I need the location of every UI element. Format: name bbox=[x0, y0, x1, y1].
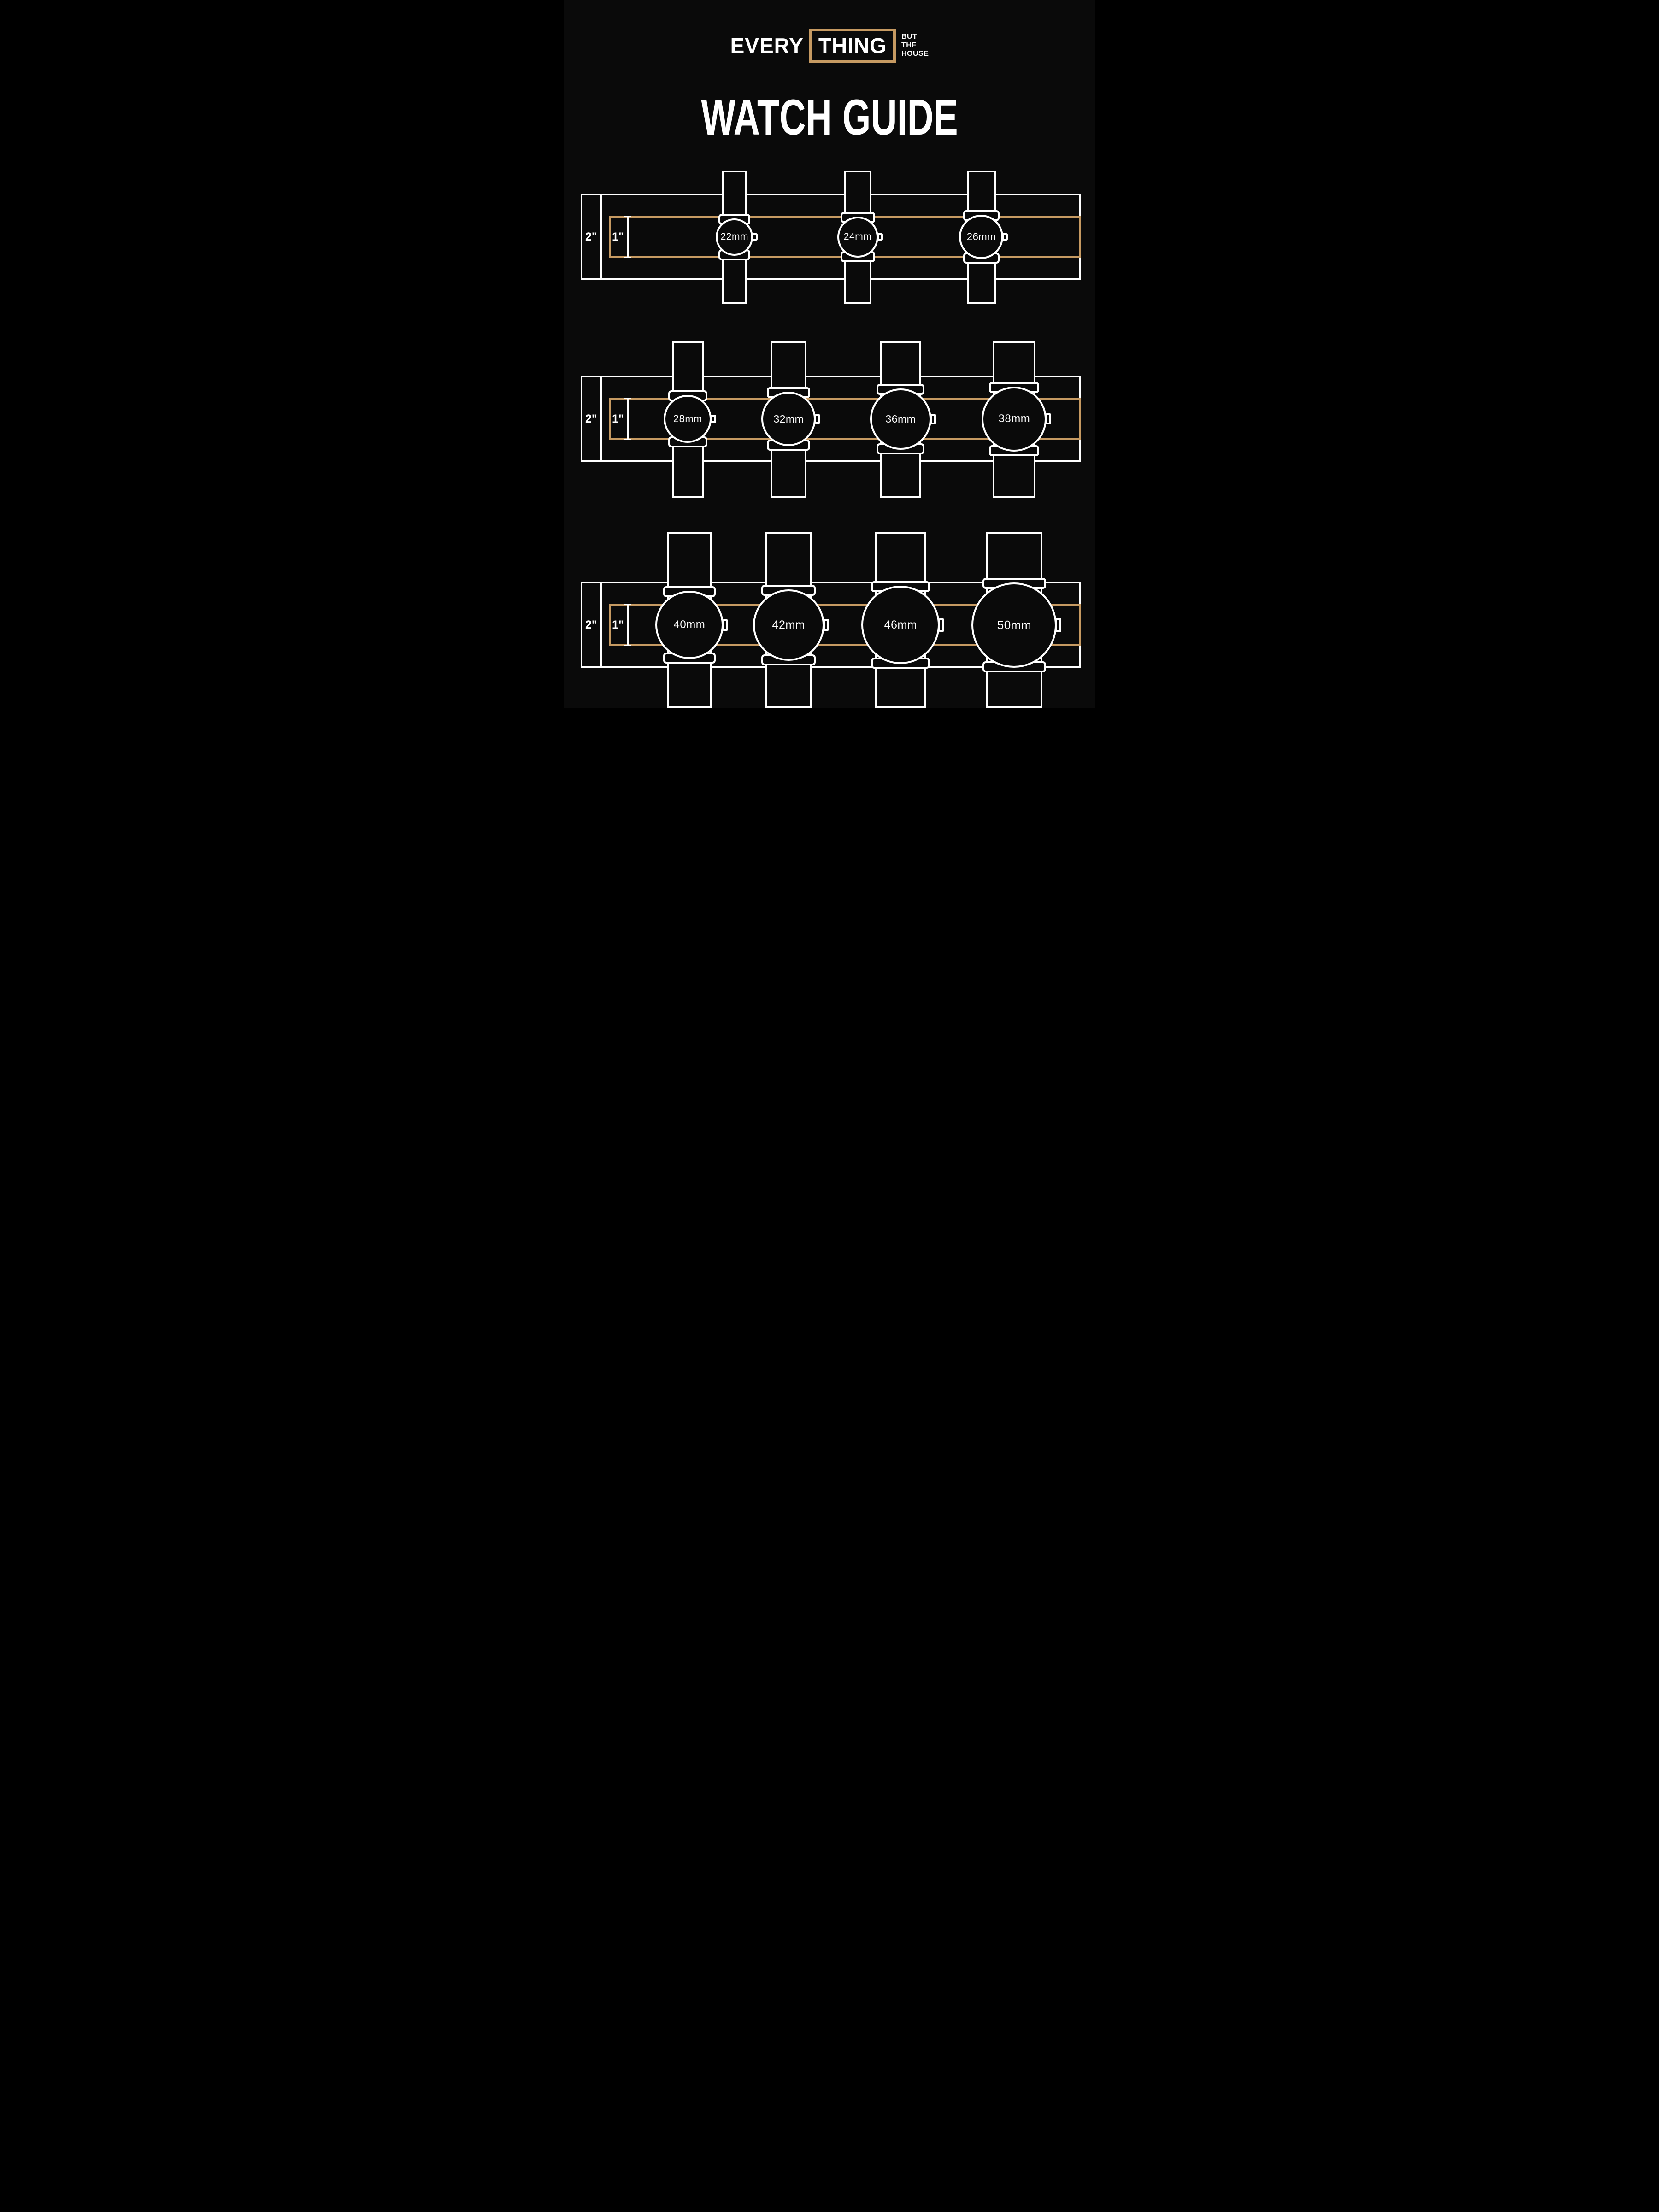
dimension-1inch: 1" bbox=[612, 604, 631, 646]
watch-size-label: 40mm bbox=[673, 618, 706, 631]
watch-case: 26mm bbox=[959, 215, 1004, 259]
logo-but-the-house: BUT THE HOUSE bbox=[901, 33, 929, 58]
dimension-arrow-icon bbox=[597, 582, 605, 668]
watch-size-label: 42mm bbox=[772, 618, 806, 631]
watch-case: 40mm bbox=[655, 591, 724, 659]
dimension-1inch-label: 1" bbox=[612, 230, 624, 243]
dimension-1inch: 1" bbox=[612, 398, 631, 440]
watch-size-label: 38mm bbox=[998, 412, 1030, 425]
dimension-arrow-icon bbox=[624, 216, 631, 258]
watch-case: 36mm bbox=[870, 388, 931, 450]
dimension-arrow-icon bbox=[624, 604, 631, 646]
watch-size-label: 32mm bbox=[773, 412, 804, 425]
brand-logo: EVERY THING BUT THE HOUSE bbox=[564, 29, 1095, 63]
watch-size-label: 50mm bbox=[997, 618, 1032, 632]
watch-case: 22mm bbox=[716, 218, 753, 256]
dimension-2inch: 2" bbox=[585, 194, 605, 280]
watch-case: 38mm bbox=[982, 386, 1047, 452]
dimension-1inch-label: 1" bbox=[612, 618, 624, 631]
logo-thing-box: THING bbox=[809, 29, 896, 63]
size-row-1: 2" 1" 22mm 24mm 26mm bbox=[564, 171, 1095, 304]
watch-size-label: 26mm bbox=[966, 231, 996, 242]
dimension-1inch-label: 1" bbox=[612, 412, 624, 425]
band-1inch bbox=[609, 398, 1081, 440]
dimension-arrow-icon bbox=[597, 194, 605, 280]
dimension-arrow-icon bbox=[597, 376, 605, 462]
watch-size-label: 28mm bbox=[673, 413, 702, 424]
watch-case: 46mm bbox=[861, 586, 940, 664]
page-title: WATCH GUIDE bbox=[701, 89, 958, 146]
watch-size-label: 46mm bbox=[884, 618, 918, 631]
size-row-2: 2" 1" 28mm 32mm 36mm 38mm bbox=[564, 341, 1095, 498]
dimension-2inch: 2" bbox=[585, 582, 605, 668]
size-row-3: 2" 1" 40mm 42mm 46mm 50mm bbox=[564, 532, 1095, 708]
logo-the-text: THE bbox=[901, 41, 917, 49]
dimension-2inch-label: 2" bbox=[585, 230, 597, 243]
watch-size-label: 36mm bbox=[885, 412, 916, 425]
dimension-2inch-label: 2" bbox=[585, 412, 597, 425]
dimension-1inch: 1" bbox=[612, 216, 631, 258]
watch-case: 28mm bbox=[664, 395, 712, 443]
watch-case: 42mm bbox=[753, 589, 824, 661]
logo-house-text: HOUSE bbox=[901, 50, 929, 58]
watch-size-label: 24mm bbox=[843, 231, 872, 242]
band-1inch bbox=[609, 604, 1081, 646]
dimension-arrow-icon bbox=[624, 398, 631, 440]
dimension-2inch: 2" bbox=[585, 376, 605, 462]
logo-every-text: EVERY bbox=[730, 34, 804, 58]
watch-case: 32mm bbox=[761, 392, 816, 446]
watch-case: 50mm bbox=[971, 582, 1057, 668]
watch-case: 24mm bbox=[837, 216, 878, 258]
watch-guide-infographic: EVERY THING BUT THE HOUSE WATCH GUIDE 2"… bbox=[564, 0, 1095, 708]
logo-but-text: BUT bbox=[901, 33, 918, 41]
dimension-2inch-label: 2" bbox=[585, 618, 597, 631]
watch-size-label: 22mm bbox=[720, 231, 748, 242]
